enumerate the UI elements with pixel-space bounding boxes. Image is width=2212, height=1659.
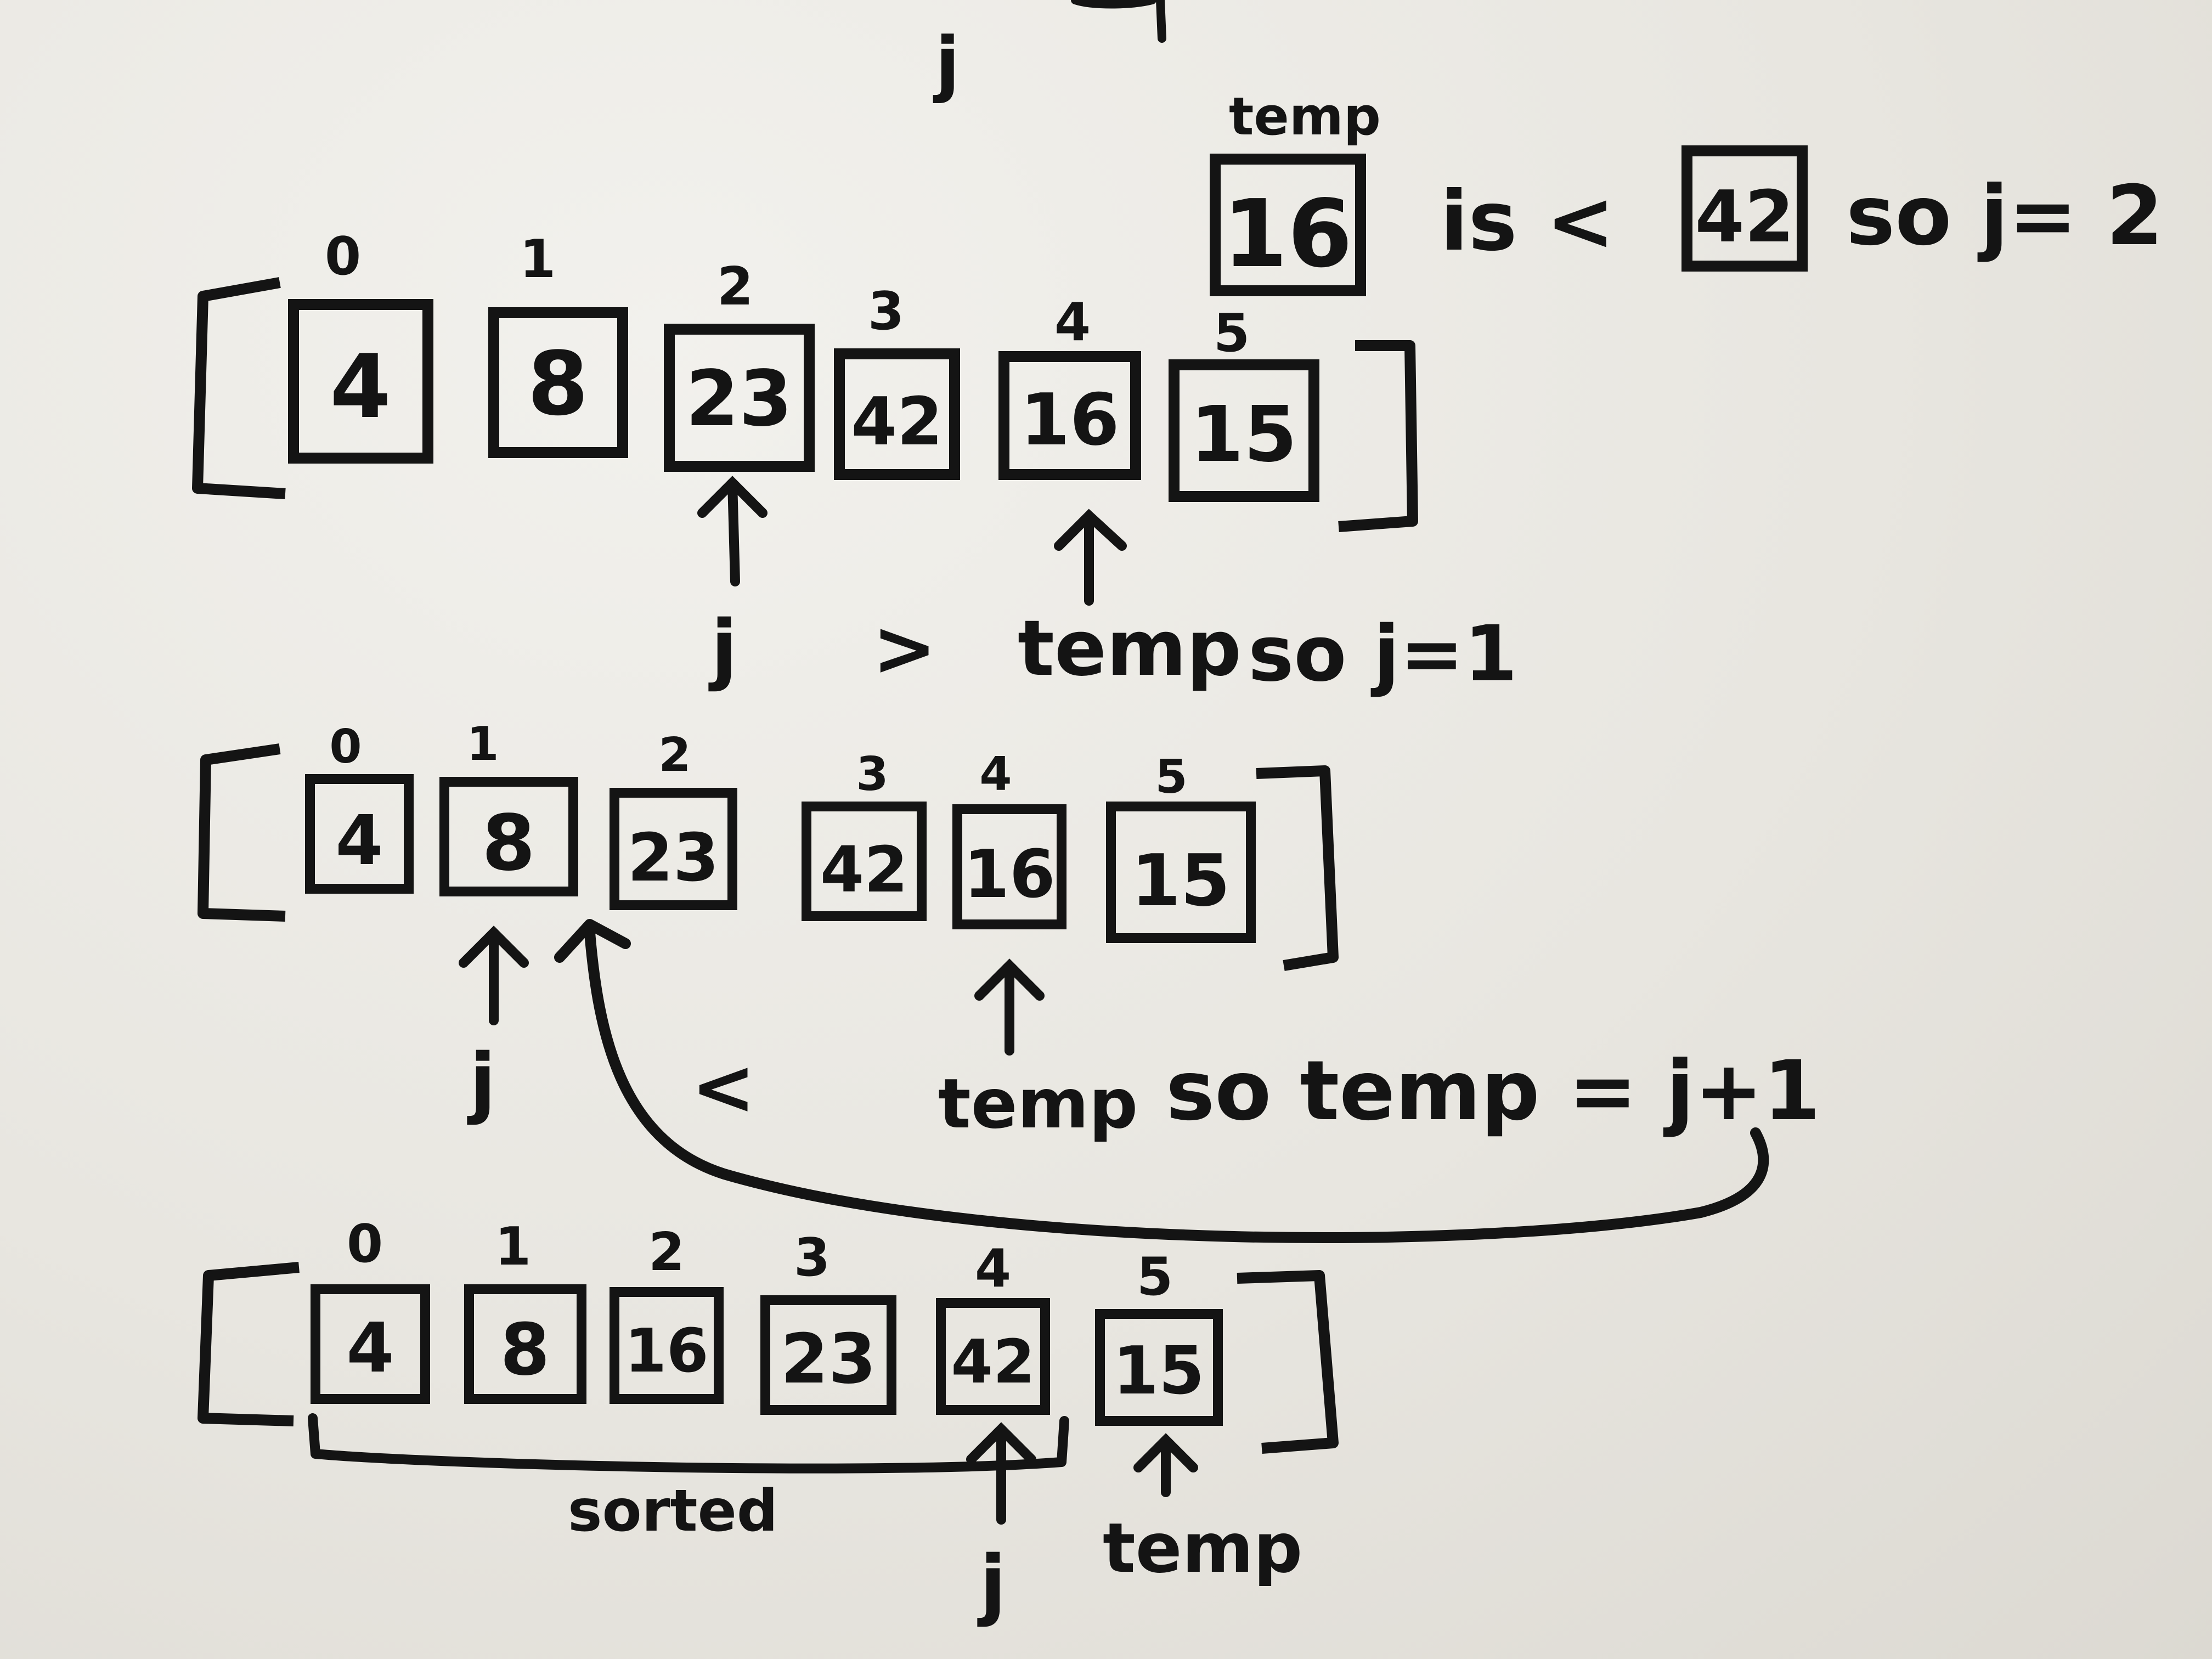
step1-comparison: temp 16 is < 42 so j= 2 — [1210, 87, 2163, 296]
step2-right-bracket — [1256, 765, 1339, 971]
step1-result: so j=1 — [1248, 610, 1517, 699]
step3-cell-4 — [936, 1298, 1050, 1415]
step3-sorted-brace — [308, 1413, 1069, 1474]
step1-is-lt: is < — [1440, 174, 1615, 269]
step2-curved-arrowhead — [554, 919, 631, 963]
step2-index-5: 5 — [1155, 750, 1187, 804]
step1-cell-5 — [1169, 359, 1319, 502]
step3-j-arrow — [966, 1422, 1036, 1525]
step1-temp-label: temp — [1229, 87, 1381, 147]
step3-value-5: 15 — [1113, 1333, 1205, 1409]
step2-value-2: 23 — [628, 820, 719, 896]
fragment-j-label: j — [933, 21, 960, 105]
step3-index-5: 5 — [1137, 1247, 1173, 1307]
step2-cell-0 — [305, 774, 414, 894]
step1-cell-3 — [834, 348, 960, 480]
step3-value-3: 23 — [781, 1319, 876, 1399]
step2-value-5: 15 — [1131, 839, 1231, 922]
step1-index-1: 1 — [520, 229, 556, 290]
step1-j-label: j — [708, 604, 737, 693]
top-fragment: j — [933, 0, 1166, 105]
step3-value-2: 16 — [624, 1316, 708, 1386]
step2-cell-1 — [439, 777, 578, 896]
step1-value-3: 42 — [851, 384, 943, 460]
step2-temp-arrow — [974, 958, 1045, 1056]
step1-greater-than: > — [872, 604, 936, 693]
step2-less-than: < — [691, 1043, 755, 1132]
step2-index-1: 1 — [466, 717, 499, 771]
step2-value-4: 16 — [964, 837, 1056, 913]
step2-left-bracket — [198, 743, 286, 922]
step2-j-arrow — [459, 926, 529, 1025]
step1-index-5: 5 — [1214, 303, 1250, 364]
step3-index-4: 4 — [975, 1239, 1011, 1299]
step3-index-0: 0 — [347, 1214, 383, 1274]
step1-right-bracket — [1338, 340, 1418, 532]
step3-index-1: 1 — [495, 1217, 531, 1277]
step2-cell-3 — [802, 802, 927, 921]
step1-temp-box — [1210, 154, 1366, 296]
step3-j-label: j — [977, 1539, 1006, 1629]
step1-left-bracket — [192, 277, 286, 499]
step1-value-2: 23 — [686, 354, 793, 444]
step1-array: 0 1 2 3 4 5 4 8 23 42 16 15 j > temp so … — [192, 227, 1517, 699]
step1-cell-0 — [288, 299, 433, 464]
step1-cell-2 — [664, 324, 815, 472]
step3-index-3: 3 — [794, 1228, 830, 1288]
step2-value-1: 8 — [482, 799, 535, 888]
step2-cell-2 — [610, 788, 737, 910]
step3-sorted-label: sorted — [568, 1477, 778, 1544]
step3-cell-0 — [311, 1284, 430, 1404]
step2-value-3: 42 — [820, 833, 908, 907]
step3-right-bracket — [1237, 1270, 1339, 1454]
step1-index-0: 0 — [325, 227, 361, 287]
step3-left-bracket — [198, 1262, 300, 1426]
step3-cell-2 — [610, 1287, 724, 1404]
step2-result: so temp = j+1 — [1166, 1043, 1820, 1139]
step3-value-1: 8 — [500, 1308, 550, 1391]
step3-temp-label: temp — [1103, 1509, 1302, 1588]
step1-value-5: 15 — [1190, 390, 1297, 479]
step2-index-4: 4 — [979, 747, 1012, 802]
step3-cell-5 — [1095, 1309, 1223, 1426]
step1-index-3: 3 — [868, 281, 904, 342]
step2-cell-4 — [952, 804, 1066, 929]
step3-index-2: 2 — [648, 1222, 685, 1283]
step3-value-0: 4 — [347, 1308, 394, 1388]
step2-index-0: 0 — [329, 720, 362, 774]
step3-value-4: 42 — [951, 1327, 1035, 1397]
fragment-scribble — [1071, 0, 1166, 43]
step2-index-2: 2 — [658, 728, 691, 782]
step1-cell-4 — [998, 351, 1141, 480]
step1-value-4: 16 — [1020, 378, 1120, 461]
step1-temp-value: 16 — [1223, 180, 1353, 289]
step2-cell-5 — [1106, 802, 1256, 943]
step1-index-2: 2 — [717, 257, 753, 317]
step2-j-label: j — [467, 1037, 496, 1127]
step1-value-0: 4 — [330, 335, 391, 438]
step1-j-arrow — [697, 476, 768, 586]
step3-cell-3 — [760, 1295, 896, 1415]
step1-value-1: 8 — [527, 332, 588, 435]
step3-temp-arrow — [1133, 1433, 1198, 1497]
step1-cell-1 — [488, 307, 628, 458]
step2-array: 0 1 2 3 4 5 4 8 23 42 16 15 j < temp so … — [198, 717, 1820, 1243]
step1-temp-arrow — [1054, 509, 1127, 606]
step1-temp-label2: temp — [1018, 604, 1242, 693]
step1-conclusion: so j= 2 — [1846, 168, 2163, 264]
step1-compare-box — [1681, 145, 1808, 272]
step2-curved-arrow — [584, 927, 1769, 1243]
step3-array: 0 1 2 3 4 5 4 8 16 23 42 15 sorted j tem… — [198, 1214, 1339, 1629]
step2-index-3: 3 — [856, 747, 888, 802]
step2-temp-label: temp — [938, 1064, 1138, 1144]
step1-index-4: 4 — [1054, 292, 1091, 353]
step3-cell-1 — [464, 1284, 586, 1404]
step2-value-0: 4 — [336, 801, 383, 881]
step1-compare-value: 42 — [1695, 175, 1795, 258]
